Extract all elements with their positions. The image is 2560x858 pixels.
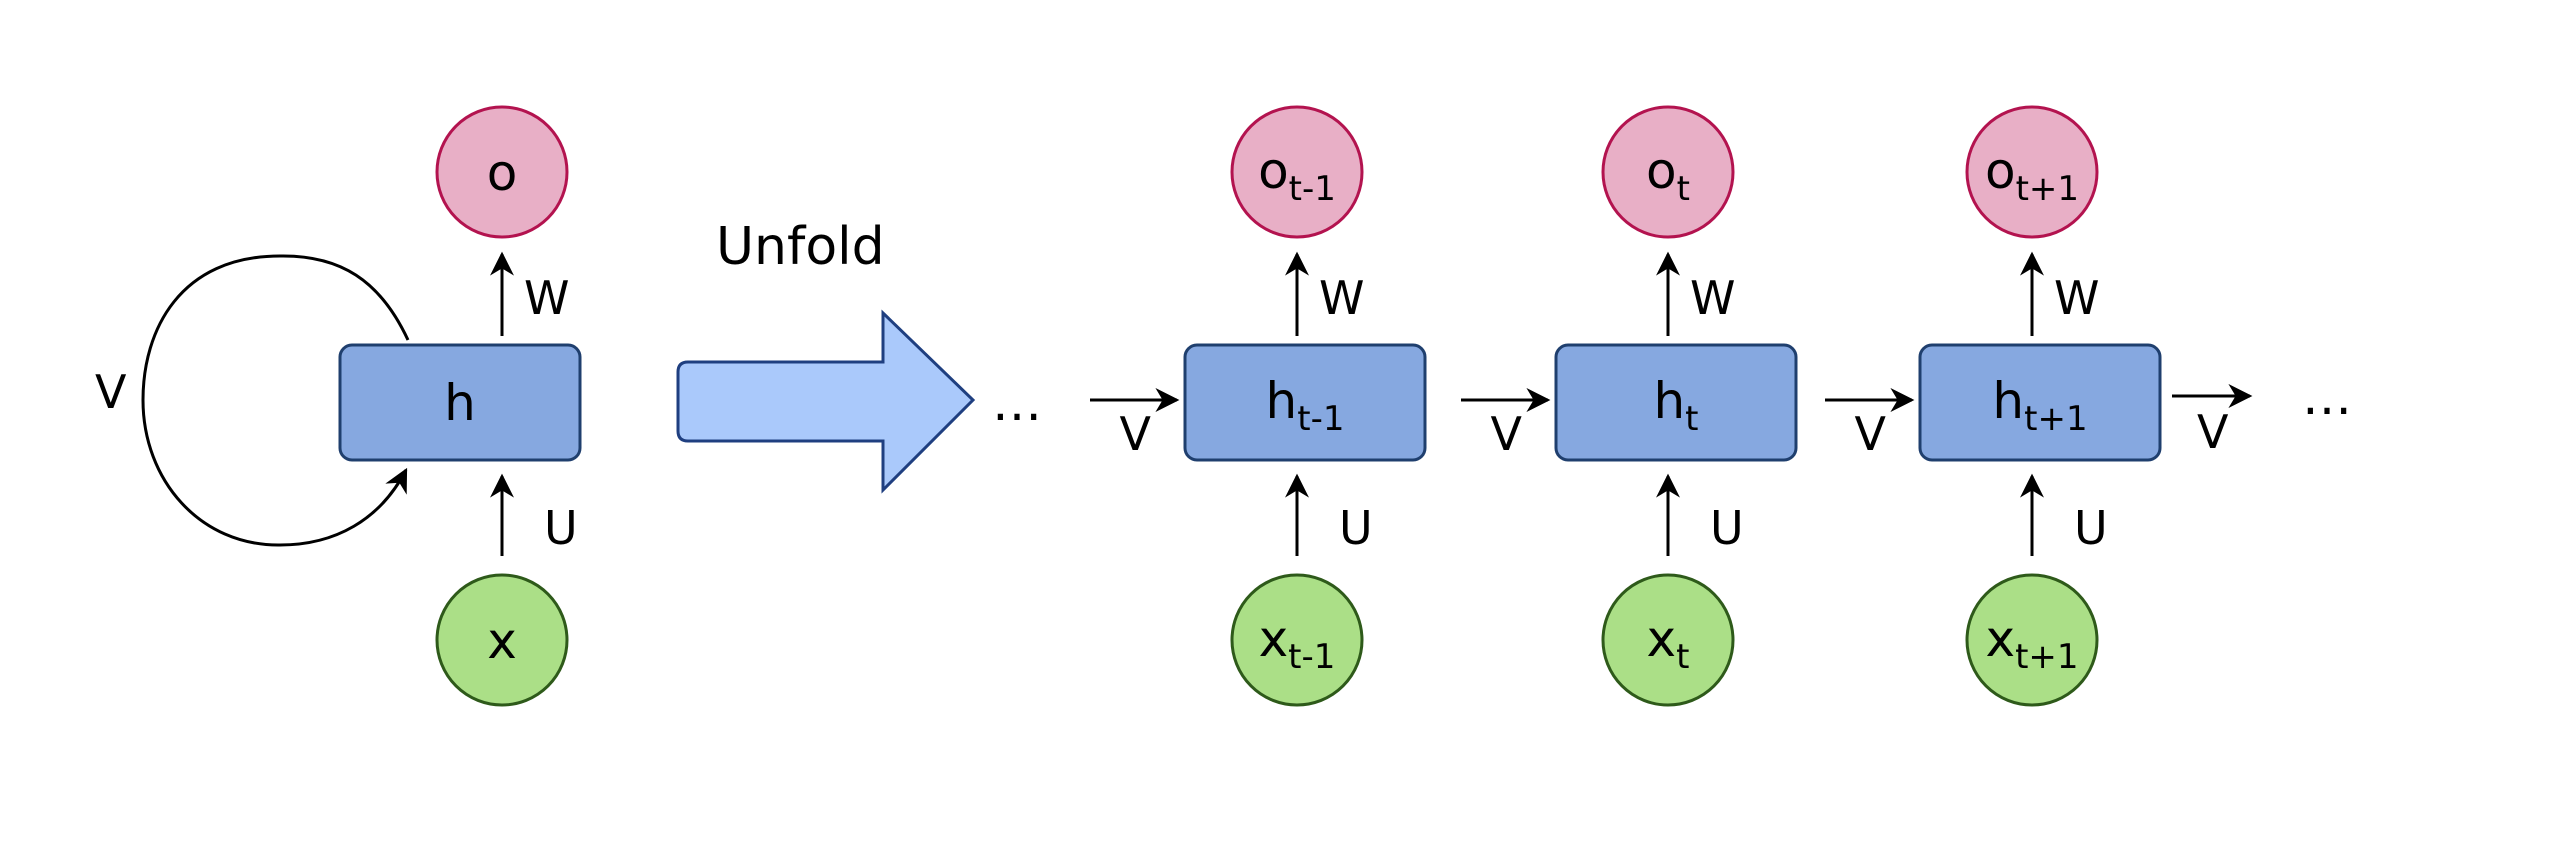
output-node-t+1: ot+1 xyxy=(1965,105,2099,239)
unfold-label: Unfold xyxy=(716,217,885,277)
output-node-label: ot-1 xyxy=(1258,142,1336,209)
leading-ellipsis: … xyxy=(992,374,1042,432)
input-node-t-1: xt-1 xyxy=(1230,573,1364,707)
input-node-label: xt+1 xyxy=(1985,610,2078,677)
input-weight-label: U xyxy=(2074,501,2108,555)
output-node-folded: o xyxy=(435,105,569,239)
hidden-node-t-1: ht-1 xyxy=(1183,343,1427,462)
input-node-label: xt-1 xyxy=(1259,610,1336,677)
input-weight-label: U xyxy=(1339,501,1373,555)
input-weight-label: U xyxy=(1710,501,1744,555)
recurrent-weight-label: V xyxy=(1855,407,1887,461)
input-node-t: xt xyxy=(1601,573,1735,707)
output-node-t-1: ot-1 xyxy=(1230,105,1364,239)
output-node-t: ot xyxy=(1601,105,1735,239)
recurrent-loop-arrow xyxy=(141,254,410,547)
output-weight-label: W xyxy=(2054,271,2099,325)
hidden-node-t+1: ht+1 xyxy=(1918,343,2162,462)
hidden-node-t: ht xyxy=(1554,343,1798,462)
recurrent-weight-label: V xyxy=(1491,407,1523,461)
recurrent-weight-label: V xyxy=(95,365,127,419)
output-node-label: o xyxy=(487,144,518,202)
input-node-label: xt xyxy=(1647,610,1690,677)
output-weight-label: W xyxy=(524,271,569,325)
hidden-node-label: h xyxy=(444,374,476,432)
hidden-node-folded: h xyxy=(338,343,582,462)
folded-rnn: o W h U x V xyxy=(95,105,582,707)
output-weight-label: W xyxy=(1319,271,1364,325)
input-node-folded: x xyxy=(435,573,569,707)
hidden-node-label: ht-1 xyxy=(1266,372,1345,439)
input-node-label: x xyxy=(487,612,517,670)
output-weight-label: W xyxy=(1690,271,1735,325)
output-node-label: ot xyxy=(1646,142,1690,209)
hidden-node-label: ht xyxy=(1653,372,1698,439)
input-weight-label: U xyxy=(544,501,578,555)
recurrent-weight-label: V xyxy=(2197,405,2229,459)
hidden-node-label: ht+1 xyxy=(1992,372,2087,439)
recurrent-weight-label: V xyxy=(1120,407,1152,461)
input-node-t+1: xt+1 xyxy=(1965,573,2099,707)
output-node-label: ot+1 xyxy=(1985,142,2079,209)
trailing-ellipsis: … xyxy=(2302,368,2352,426)
unfold-arrow: Unfold xyxy=(676,217,976,494)
